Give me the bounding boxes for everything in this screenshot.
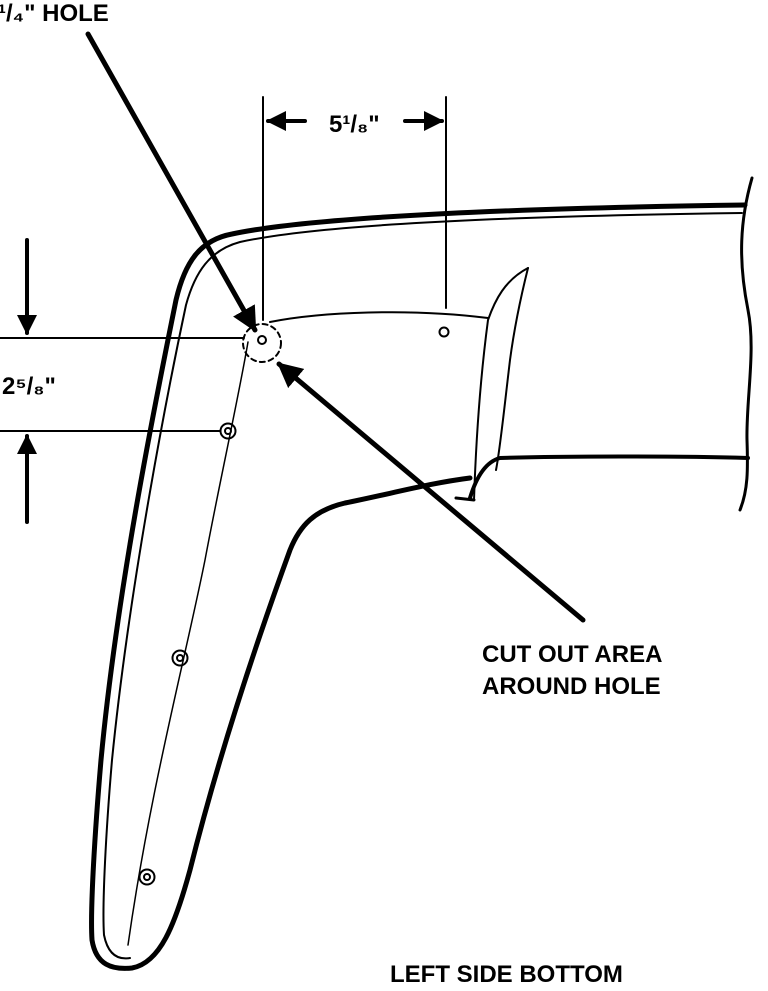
recess-fold-outer (473, 267, 529, 501)
dim-horizontal-label: 5¹/₈" (329, 111, 380, 138)
mounting-hole-middle (171, 649, 189, 667)
hole-label: ¹/₄" HOLE (0, 0, 109, 27)
vertical-dimension (0, 238, 245, 524)
target-hole (242, 323, 282, 363)
cutout-label-line2: AROUND HOLE (482, 673, 661, 700)
flap-right-edge (738, 176, 754, 512)
recess-fold-inner (495, 267, 529, 471)
cutout-dashed-circle (242, 323, 282, 363)
hole-leader-arrow (85, 31, 258, 333)
recess-lower-notch (454, 496, 476, 502)
dim-vertical-label: 2⁵/₈" (2, 373, 56, 400)
mounting-hole-bottom (138, 868, 156, 886)
cutout-label-line1: CUT OUT AREA (482, 641, 662, 668)
cutout-leader-arrow (276, 361, 586, 623)
flap-inner-edge (127, 341, 249, 946)
flap-outer-outline (89, 202, 748, 971)
mounting-hole-top (438, 326, 450, 338)
recess-bottom-edge (468, 454, 750, 500)
mounting-holes (138, 326, 450, 886)
horizontal-dimension (262, 96, 447, 321)
recess-top-edge (269, 311, 489, 323)
caption-label: LEFT SIDE BOTTOM (390, 961, 623, 986)
flap-inner-rim (102, 212, 743, 960)
mounting-hole-upper-left (219, 422, 237, 440)
